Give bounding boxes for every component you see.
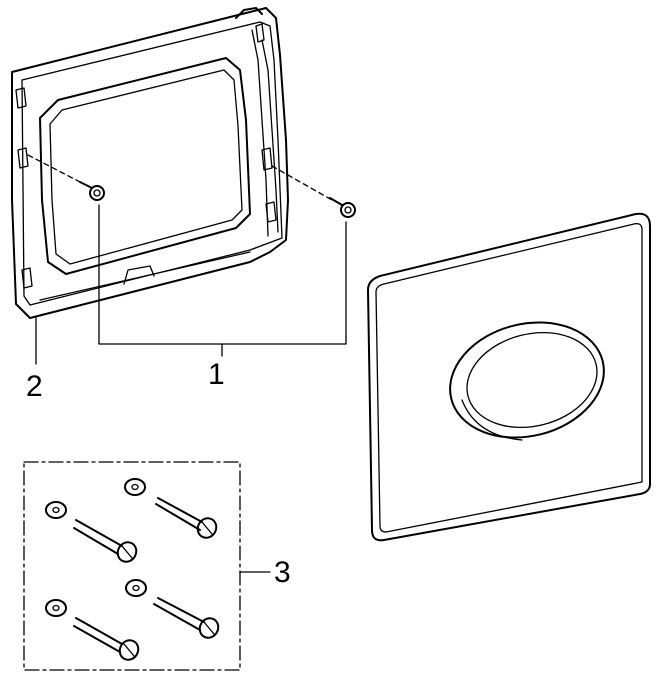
washer-icon <box>124 478 146 496</box>
washer-icon <box>45 599 67 617</box>
callout-fixing-set: 3 <box>274 556 291 589</box>
leader-line-screws <box>98 204 347 345</box>
screw-icon <box>73 617 140 661</box>
callout-frame: 2 <box>26 370 43 403</box>
frame-screw-left-icon <box>27 154 105 201</box>
flush-cover-plate-icon <box>367 212 651 542</box>
screw-icon <box>153 597 220 639</box>
washer-icon <box>125 579 147 597</box>
screw-icon <box>73 519 138 563</box>
mounting-frame-icon <box>11 7 289 319</box>
callout-screws: 1 <box>208 358 225 391</box>
frame-screw-right-icon <box>271 165 356 218</box>
washer-icon <box>45 501 67 519</box>
screw-icon <box>155 497 218 539</box>
fixing-set-box <box>23 461 271 671</box>
